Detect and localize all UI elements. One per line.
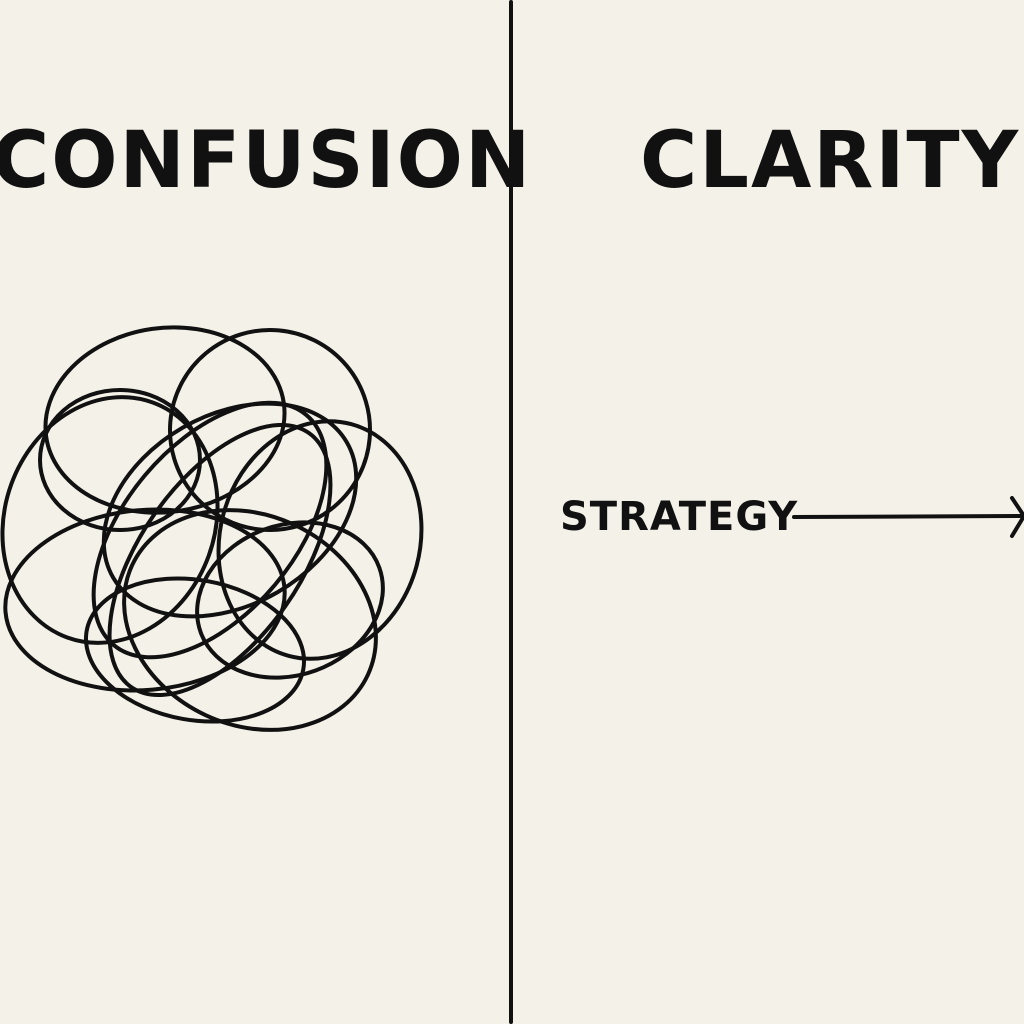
center-divider: [509, 0, 513, 1024]
strategy-label: STRATEGY: [560, 494, 799, 540]
right-arrow-icon: [792, 496, 1024, 538]
confusion-heading: CONFUSION: [0, 116, 533, 206]
clarity-heading: CLARITY: [640, 116, 1021, 206]
tangled-loops-icon: [0, 325, 424, 732]
